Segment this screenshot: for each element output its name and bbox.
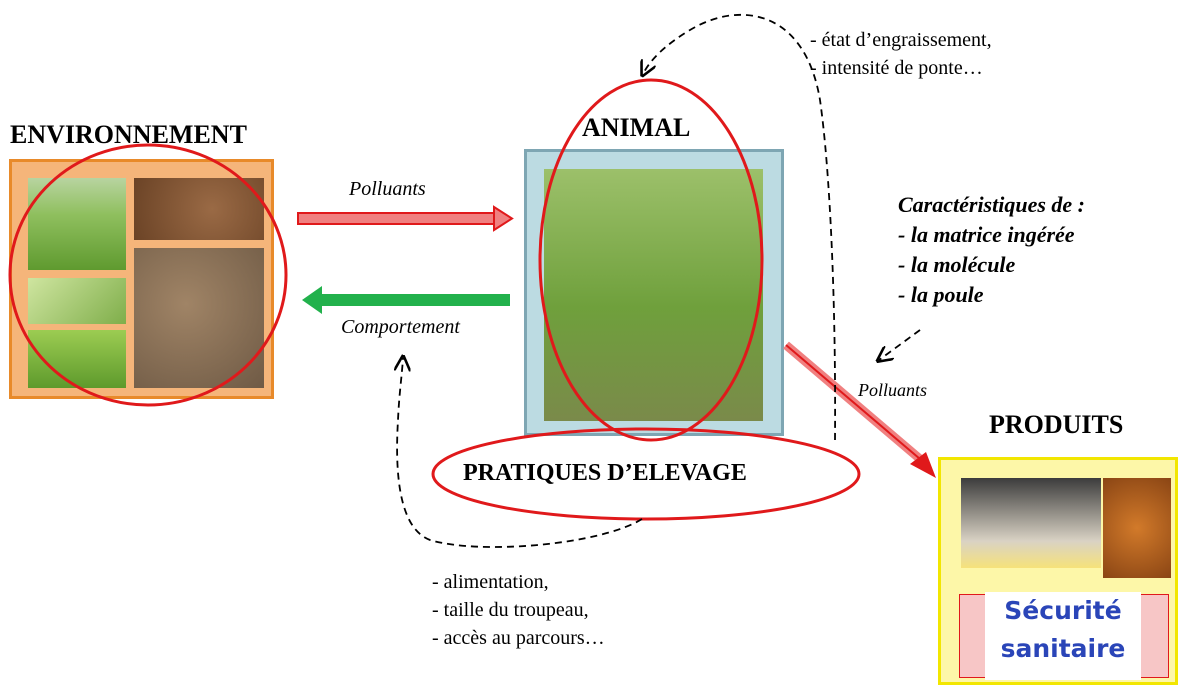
- top-notes: - état d’engraissement, - intensité de p…: [810, 26, 992, 82]
- feedback-arrow-practices-to-animal: [643, 15, 835, 440]
- characteristic-3: - la poule: [898, 280, 1085, 310]
- characteristics-block: Caractéristiques de : - la matrice ingér…: [898, 190, 1085, 310]
- behaviour-arrow-to-environment: [302, 286, 510, 314]
- behaviour-label: Comportement: [341, 316, 460, 339]
- characteristic-2: - la molécule: [898, 250, 1085, 280]
- pollutants-arrow-to-animal: [298, 207, 512, 230]
- pollutants-label-diagonal: Polluants: [858, 380, 927, 401]
- characteristics-pointer-arrow: [879, 330, 920, 360]
- characteristics-heading: Caractéristiques de :: [898, 190, 1085, 220]
- products-title: PRODUITS: [989, 410, 1123, 440]
- pollutants-arrow-to-products: [786, 345, 936, 478]
- practice-3: - accès au parcours…: [432, 624, 605, 652]
- environment-ellipse: [10, 145, 286, 405]
- animal-title: ANIMAL: [582, 113, 690, 143]
- practices-list: - alimentation, - taille du troupeau, - …: [432, 568, 605, 652]
- characteristic-1: - la matrice ingérée: [898, 220, 1085, 250]
- pollutants-label-top: Polluants: [349, 178, 426, 201]
- top-note-1: - état d’engraissement,: [810, 26, 992, 54]
- top-note-2: - intensité de ponte…: [810, 54, 992, 82]
- practices-title: PRATIQUES D’ELEVAGE: [463, 460, 747, 487]
- practice-1: - alimentation,: [432, 568, 605, 596]
- environment-title: ENVIRONNEMENT: [10, 120, 247, 150]
- practice-2: - taille du troupeau,: [432, 596, 605, 624]
